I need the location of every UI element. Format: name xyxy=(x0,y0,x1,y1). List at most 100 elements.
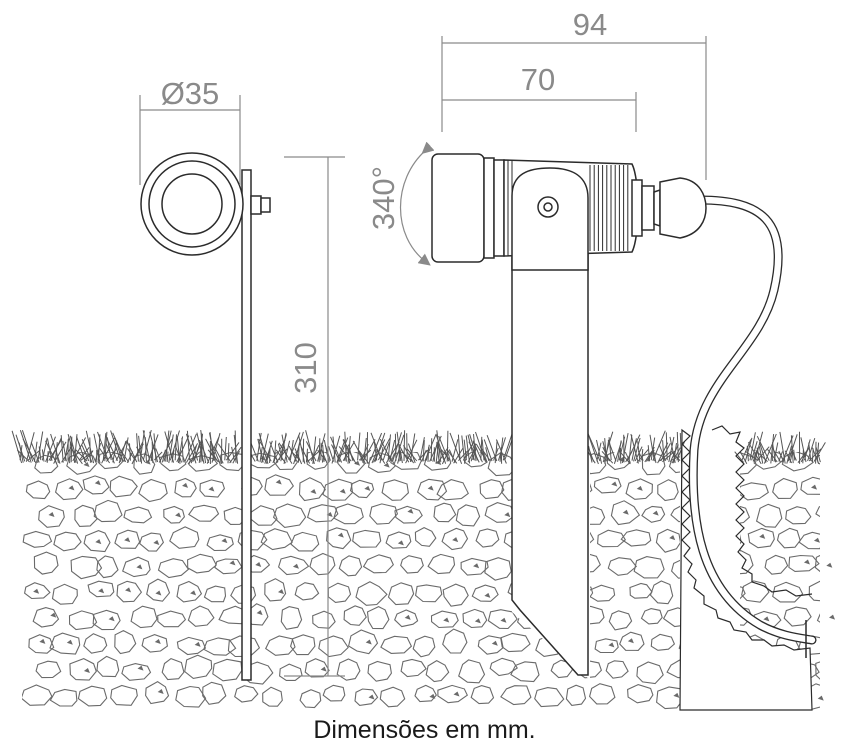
stone-outline xyxy=(327,582,352,603)
grass-blade xyxy=(739,451,748,464)
stone-outline xyxy=(625,478,653,500)
stone-speck xyxy=(275,479,282,485)
grass-blade xyxy=(105,443,115,464)
grass-blade xyxy=(608,437,612,461)
grass-blade xyxy=(142,429,152,461)
stone-outline xyxy=(169,526,200,549)
stone-outline xyxy=(607,557,638,576)
grass-blade xyxy=(352,440,367,465)
stone-outline xyxy=(427,553,456,575)
grass-blade xyxy=(97,431,109,461)
grass-blade xyxy=(85,430,95,464)
stone-speck xyxy=(443,617,450,623)
stone-outline xyxy=(33,551,59,575)
stone-outline xyxy=(471,584,499,602)
stone-outline xyxy=(280,606,303,630)
stone-speck xyxy=(813,537,820,543)
stone-outline xyxy=(318,635,349,658)
grass-blade xyxy=(227,443,230,464)
stone-outline xyxy=(783,606,812,627)
grass-blade xyxy=(158,438,173,463)
grass-blade xyxy=(342,438,357,464)
grass-blade xyxy=(81,439,93,463)
grass-blade xyxy=(22,438,37,464)
stone-outline xyxy=(588,683,616,705)
dimension-rotation: 340° xyxy=(366,166,401,230)
lamp-front-lens xyxy=(161,173,223,235)
stone-outline xyxy=(430,610,459,629)
grass-blade xyxy=(281,434,288,463)
stone-speck xyxy=(622,509,629,515)
grass-blade xyxy=(396,431,402,462)
stone-outline xyxy=(116,580,143,603)
lamp-ring-1 xyxy=(483,157,495,259)
stone-outline xyxy=(199,479,226,498)
stone-outline xyxy=(700,453,724,473)
stone-outline xyxy=(741,580,770,603)
thread-ring xyxy=(653,188,661,228)
grass-blade xyxy=(30,442,40,463)
stone-outline xyxy=(53,531,82,552)
stone-outline xyxy=(157,558,190,579)
stone-outline xyxy=(262,686,283,707)
stone-outline xyxy=(66,452,98,475)
grass-blade xyxy=(164,431,175,463)
grass-blade xyxy=(392,432,402,462)
grass-blade xyxy=(33,441,38,462)
dimension-height: 310 xyxy=(288,342,323,394)
stone-speck xyxy=(153,539,160,545)
stone-outline xyxy=(416,478,448,501)
stone-outline xyxy=(354,688,379,706)
stone-outline xyxy=(636,661,664,685)
stone-outline xyxy=(500,632,531,653)
grass-blade xyxy=(787,434,798,462)
stone-speck xyxy=(339,488,346,494)
grass-blade xyxy=(483,439,493,462)
grass-blade xyxy=(205,438,218,461)
stone-outline xyxy=(237,529,268,551)
grass-blade xyxy=(446,449,458,464)
grass-blade xyxy=(300,446,311,464)
stone-outline xyxy=(815,502,820,521)
stone-speck xyxy=(108,616,115,622)
grass-blade xyxy=(37,431,44,463)
stone-speck xyxy=(829,614,836,620)
grass-blade xyxy=(357,449,370,464)
stone-outline xyxy=(633,556,665,579)
stone-outline xyxy=(755,503,783,528)
grass-blade xyxy=(734,451,744,463)
stone-speck xyxy=(124,537,131,543)
stone-outline xyxy=(387,582,415,606)
grass-blade xyxy=(16,449,30,463)
grass-blade xyxy=(289,440,294,461)
cable-gland xyxy=(659,177,707,239)
grass-blade xyxy=(430,438,433,462)
stone-outline xyxy=(312,610,336,629)
stone-outline xyxy=(322,684,346,702)
stone-speck xyxy=(407,508,414,514)
stone-outline xyxy=(798,531,820,550)
stone-outline xyxy=(96,655,120,678)
grass-blade xyxy=(283,440,291,465)
grass-blade xyxy=(494,440,498,464)
grass-blade xyxy=(394,433,397,461)
front-view xyxy=(140,152,271,681)
stone-outline xyxy=(640,608,663,625)
grass-blade xyxy=(305,441,317,462)
stone-speck xyxy=(154,638,161,644)
stone-speck xyxy=(608,642,615,648)
stone-outline xyxy=(701,501,730,521)
grass-blade xyxy=(171,449,175,463)
stone-speck xyxy=(383,462,390,468)
stone-outline xyxy=(657,479,679,502)
stone-speck xyxy=(256,610,263,616)
stone-outline xyxy=(728,549,754,575)
stone-outline xyxy=(727,505,751,525)
stone-outline xyxy=(83,633,108,654)
grass-blade xyxy=(174,444,183,463)
grass-blade xyxy=(403,430,406,462)
grass-blade xyxy=(770,434,775,464)
stone-outline xyxy=(594,638,619,654)
grass-blade xyxy=(318,438,321,463)
